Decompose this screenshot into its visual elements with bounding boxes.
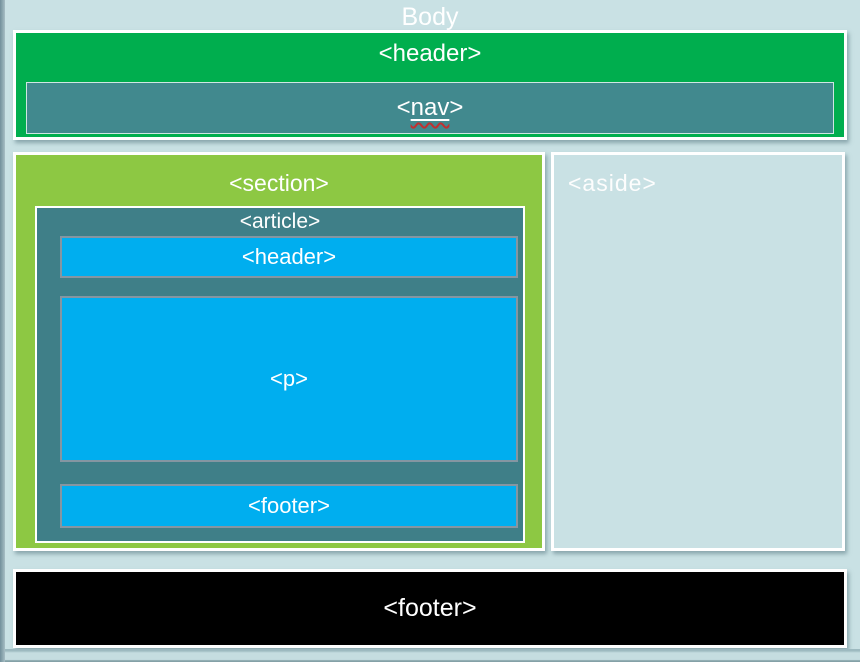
article-footer-label: <footer> [248, 493, 330, 518]
section-block: <section> <article> <header> <p> <footer… [13, 152, 545, 551]
nav-word: nav [410, 94, 450, 121]
footer-block: <footer> [13, 569, 847, 648]
nav-block: <nav> [26, 82, 834, 134]
footer-block-label: <footer> [383, 594, 477, 622]
article-paragraph-label: <p> [270, 366, 308, 391]
aside-block: <aside> [551, 152, 845, 551]
article-header-block: <header> [60, 236, 518, 278]
article-paragraph-block: <p> [60, 296, 518, 462]
article-block: <article> <header> <p> <footer> [35, 206, 525, 543]
slide-bottom-edge [0, 649, 860, 662]
slide-left-edge [0, 0, 5, 662]
article-block-label: <article> [239, 210, 321, 233]
body-label: Body [401, 3, 459, 31]
aside-block-label: <aside> [568, 170, 657, 196]
article-header-label: <header> [241, 244, 337, 269]
header-block: <header> <nav> [13, 30, 847, 140]
nav-label: <nav> [396, 94, 464, 121]
article-footer-block: <footer> [60, 484, 518, 528]
header-block-label: <header> [378, 40, 482, 67]
section-block-label: <section> [229, 170, 329, 196]
